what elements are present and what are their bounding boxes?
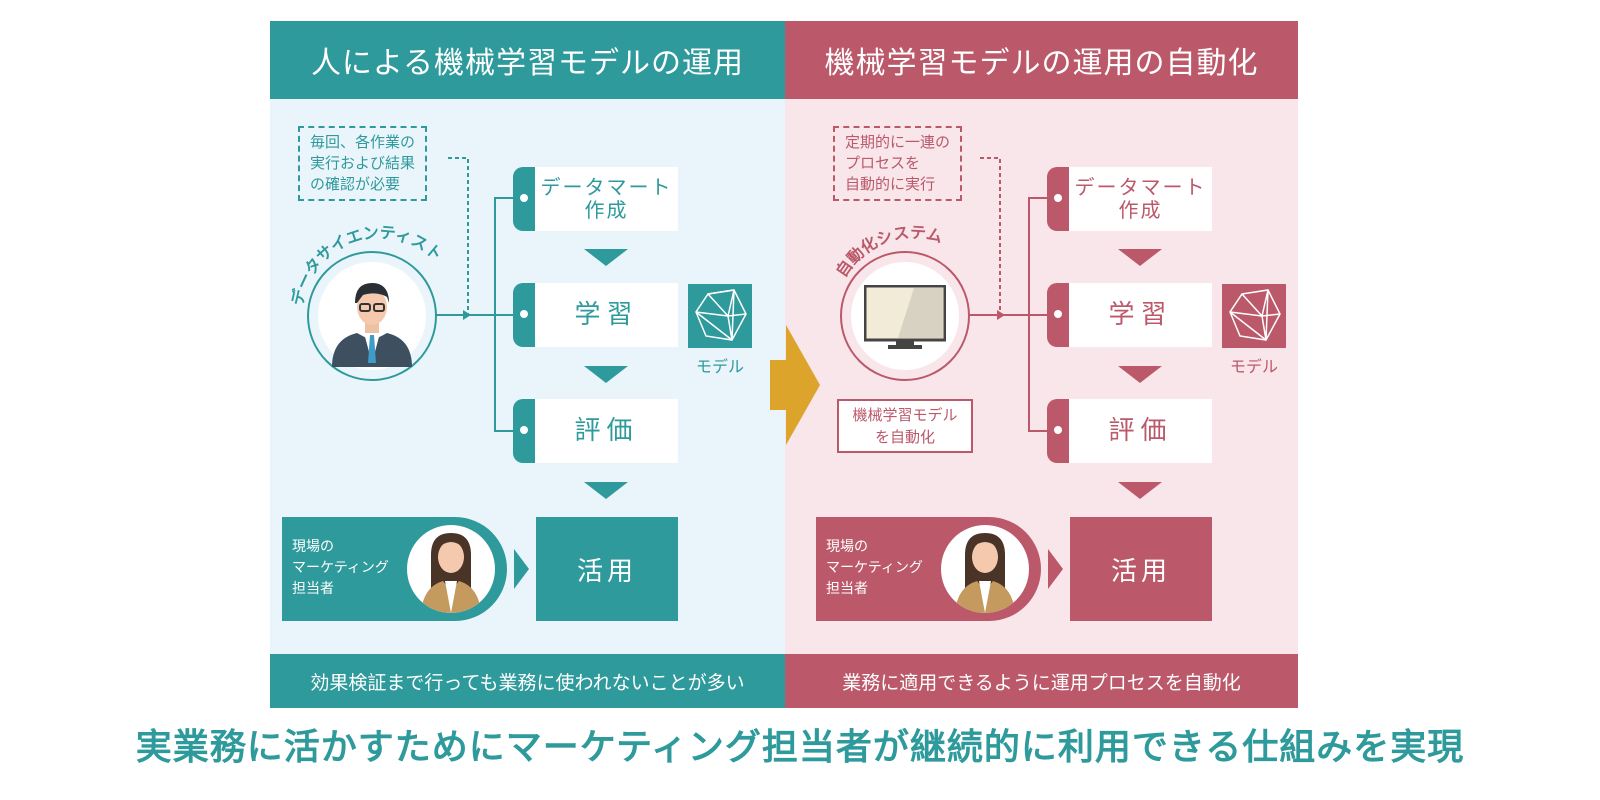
marketing-user-label: 現場の マーケティング 担当者 bbox=[292, 539, 389, 597]
dot-icon bbox=[520, 426, 528, 434]
connector-arrowhead bbox=[997, 310, 1005, 320]
right-connectors bbox=[968, 157, 1047, 432]
transition-arrow-icon bbox=[770, 325, 820, 445]
play-arrow-icon bbox=[1048, 549, 1063, 589]
model-label: モデル bbox=[1229, 357, 1278, 376]
manual-operation-panel: 人による機械学習モデルの運用 毎回、各作業の 実行および結果 の確認が必要 デー… bbox=[270, 21, 785, 708]
step-tab bbox=[513, 283, 535, 347]
right-panel-title: 機械学習モデルの運用の自動化 bbox=[785, 21, 1298, 99]
step-data-mart: データマート 作成 bbox=[513, 167, 678, 231]
step-evaluation: 評価 bbox=[1047, 399, 1212, 463]
step-training: 学習 bbox=[1047, 283, 1212, 347]
step-tab bbox=[1047, 283, 1069, 347]
automated-operation-panel: 機械学習モデルの運用の自動化 定期的に一連の プロセスを 自動的に実行 自動化シ… bbox=[785, 21, 1298, 708]
model-label: モデル bbox=[695, 357, 744, 376]
left-panel-title: 人による機械学習モデルの運用 bbox=[270, 21, 785, 99]
down-arrow-icon bbox=[1118, 366, 1162, 383]
data-scientist-label: データサイエンティスト bbox=[290, 223, 446, 307]
automation-box: 機械学習モデル を自動化 bbox=[837, 399, 973, 453]
summary-caption: 実業務に活かすためにマーケティング担当者が継続的に利用できる仕組みを実現 bbox=[135, 727, 1465, 768]
data-scientist-circle bbox=[307, 251, 437, 381]
model-icon bbox=[688, 284, 752, 348]
marketing-user-pill: 現場の マーケティング 担当者 bbox=[282, 517, 507, 621]
step-label: 学習 bbox=[1069, 283, 1212, 347]
dot-icon bbox=[1054, 194, 1062, 202]
left-connectors bbox=[436, 157, 513, 432]
dot-icon bbox=[1054, 310, 1062, 318]
down-arrow-icon bbox=[1118, 249, 1162, 266]
step-evaluation: 評価 bbox=[513, 399, 678, 463]
step-bracket bbox=[1028, 197, 1047, 432]
data-scientist-avatar-icon bbox=[332, 283, 412, 367]
right-note: 定期的に一連の プロセスを 自動的に実行 bbox=[833, 126, 963, 201]
dot-icon bbox=[1054, 426, 1062, 434]
down-arrow-icon bbox=[584, 482, 628, 499]
marketing-user-label: 現場の マーケティング 担当者 bbox=[826, 539, 923, 597]
left-panel-footer: 効果検証まで行っても業務に使われないことが多い bbox=[270, 654, 785, 708]
svg-text:データサイエンティスト: データサイエンティスト bbox=[290, 223, 446, 307]
use-box: 活用 bbox=[1070, 517, 1212, 621]
dot-icon bbox=[520, 310, 528, 318]
monitor-icon bbox=[864, 285, 946, 349]
step-label: データマート 作成 bbox=[1069, 167, 1212, 231]
step-training: 学習 bbox=[513, 283, 678, 347]
use-box: 活用 bbox=[536, 517, 678, 621]
automation-system-label: 自動化システム bbox=[832, 223, 945, 281]
step-tab bbox=[513, 167, 535, 231]
step-bracket bbox=[494, 197, 513, 432]
step-data-mart: データマート 作成 bbox=[1047, 167, 1212, 231]
step-label: 評価 bbox=[535, 399, 678, 463]
step-tab bbox=[1047, 167, 1069, 231]
down-arrow-icon bbox=[1118, 482, 1162, 499]
marketing-user-avatar-icon bbox=[941, 525, 1029, 613]
svg-text:自動化システム: 自動化システム bbox=[832, 223, 945, 281]
connector-arrowhead bbox=[463, 310, 471, 320]
marketing-user-pill: 現場の マーケティング 担当者 bbox=[816, 517, 1041, 621]
model-icon bbox=[1222, 284, 1286, 348]
step-label: データマート 作成 bbox=[535, 167, 678, 231]
left-note: 毎回、各作業の 実行および結果 の確認が必要 bbox=[298, 126, 428, 201]
down-arrow-icon bbox=[584, 366, 628, 383]
automation-system-circle bbox=[840, 251, 970, 381]
play-arrow-icon bbox=[514, 549, 529, 589]
step-label: 評価 bbox=[1069, 399, 1212, 463]
marketing-user-avatar-icon bbox=[407, 525, 495, 613]
down-arrow-icon bbox=[584, 249, 628, 266]
step-label: 学習 bbox=[535, 283, 678, 347]
step-tab bbox=[1047, 399, 1069, 463]
right-panel-footer: 業務に適用できるように運用プロセスを自動化 bbox=[785, 654, 1298, 708]
step-tab bbox=[513, 399, 535, 463]
dot-icon bbox=[520, 194, 528, 202]
